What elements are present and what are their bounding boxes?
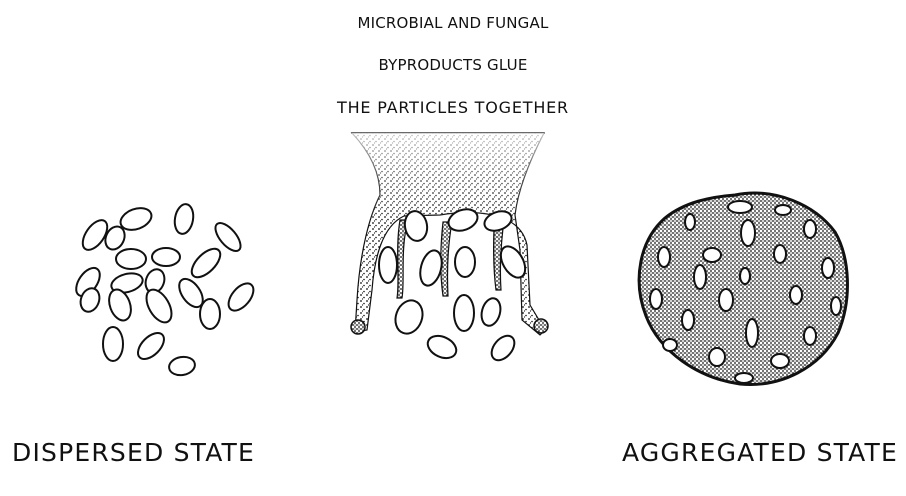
- aggregated-state-label: AGGREGATED STATE: [622, 438, 898, 467]
- gluing-stage: [351, 133, 548, 365]
- aggregated-clump: [639, 193, 847, 384]
- dispersed-state-label: DISPERSED STATE: [12, 438, 255, 467]
- dispersed-particles: [71, 203, 258, 377]
